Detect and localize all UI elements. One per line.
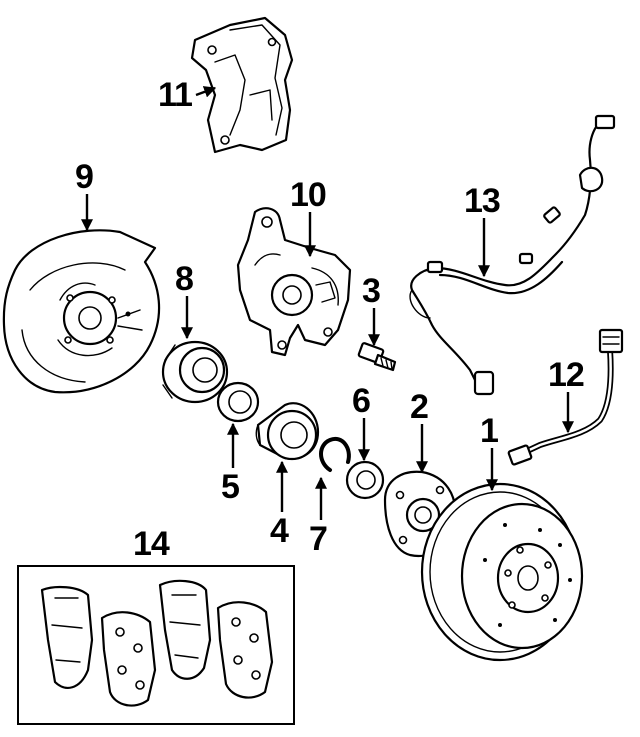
- hub-bolt: [357, 342, 397, 372]
- steering-knuckle: [236, 207, 352, 357]
- brake-rotor: [420, 482, 584, 662]
- callout-labels: 1 2 3 4 5 6 7 8 9 10 11 12 13 14: [75, 76, 585, 563]
- brake-hose: [507, 328, 624, 466]
- callout-6: 6: [352, 382, 370, 420]
- leader-lines: [81, 86, 574, 520]
- brake-pad-set: [17, 565, 295, 725]
- outer-seal: [345, 460, 385, 500]
- caliper-bracket: [190, 16, 294, 154]
- inner-seal: [216, 381, 260, 423]
- callout-4: 4: [270, 512, 289, 550]
- callout-10: 10: [290, 176, 326, 214]
- callout-1: 1: [480, 412, 498, 450]
- leader-11: [195, 86, 217, 98]
- pad-set-frame: [17, 565, 295, 725]
- wheel-bearing: [161, 340, 229, 404]
- callout-9: 9: [75, 158, 93, 196]
- callout-12: 12: [548, 356, 584, 394]
- callout-8: 8: [175, 260, 193, 298]
- callout-13: 13: [464, 182, 500, 220]
- callout-5: 5: [221, 468, 239, 506]
- callout-11: 11: [158, 76, 192, 114]
- bearing-race: [255, 402, 320, 461]
- callout-3: 3: [362, 272, 380, 310]
- callout-7: 7: [309, 520, 327, 558]
- callout-2: 2: [410, 388, 428, 426]
- callout-14: 14: [133, 525, 170, 563]
- dust-shield: [2, 229, 161, 394]
- snap-ring: [319, 436, 351, 472]
- abs-sensor-wire: [409, 114, 616, 396]
